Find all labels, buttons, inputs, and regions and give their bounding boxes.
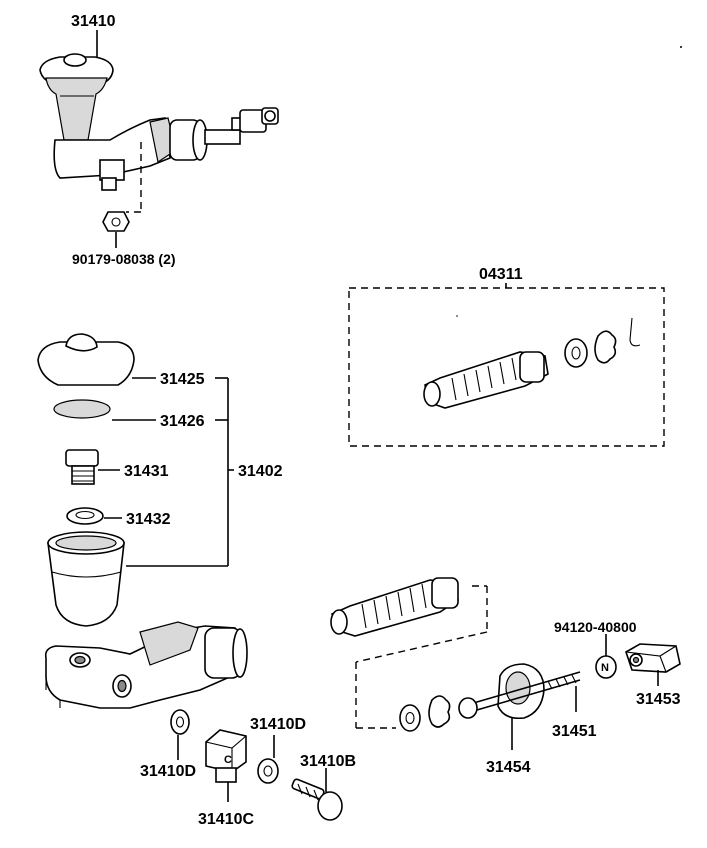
label-31402: 31402 [238,463,283,480]
scan-speck [456,315,458,317]
grommet-31432 [66,507,104,525]
gasket-31410d-right [257,758,279,784]
lower-washer [399,704,421,732]
label-04311: 04311 [479,266,523,283]
boot-31454 [497,663,545,720]
diaphragm-31426 [53,399,111,419]
label-31410c: 31410C [198,811,254,828]
label-31425: 31425 [160,371,205,388]
lower-snap-ring [428,695,451,728]
union-bolt-31410b [291,778,343,821]
union-bolt-31431 [65,449,99,485]
bracket-31402 [126,377,234,567]
nut-mark: N [601,662,609,674]
kit-dashed-bracket [355,585,488,729]
label-31454: 31454 [486,759,531,776]
label-31426: 31426 [160,413,205,430]
label-31431: 31431 [124,463,169,480]
repair-kit-box [348,287,665,447]
label-31410d-left: 31410D [140,763,196,780]
repair-kit-parts [423,317,641,409]
label-31453: 31453 [636,691,681,708]
reservoir-cap-31425 [37,333,135,386]
cylinder-body [44,621,248,709]
reservoir-body [47,531,125,627]
label-31410d-right: 31410D [250,716,306,733]
label-94120: 94120-40800 [554,619,637,635]
lower-piston-spring [330,577,459,637]
union-block-31410c: C [205,729,247,783]
union-block-mark: C [224,754,232,766]
scan-speck [680,46,682,48]
clevis-31453 [625,643,681,673]
label-31410b: 31410B [300,753,356,770]
label-31410: 31410 [71,13,116,30]
label-31451: 31451 [552,723,597,740]
nut-90179 [102,211,130,232]
label-31432: 31432 [126,511,171,528]
master-cylinder-assembly [39,53,279,213]
pushrod-31451 [458,671,581,719]
gasket-31410d-left [170,709,190,735]
label-90179: 90179-08038 (2) [72,251,176,267]
nut-94120: N [595,655,617,679]
